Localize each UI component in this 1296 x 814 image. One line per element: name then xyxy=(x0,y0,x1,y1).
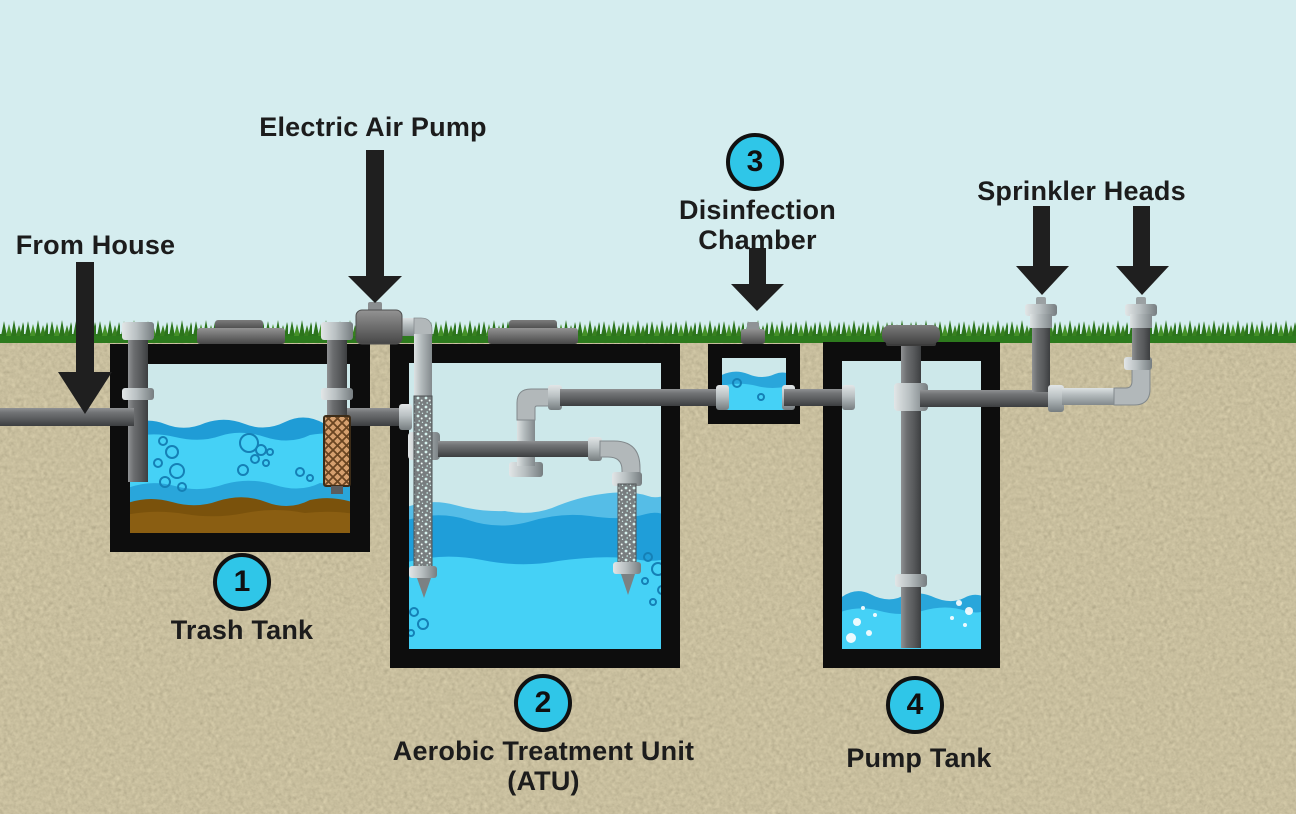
diffuser-tip xyxy=(417,578,431,598)
vent-cap xyxy=(122,322,154,340)
badge-number-3: 3 xyxy=(746,145,764,178)
atu-text-line2: (ATU) xyxy=(507,766,580,797)
air-supply-pipe xyxy=(414,334,432,398)
chamber-water xyxy=(722,371,786,410)
badge-number-2: 2 xyxy=(534,686,552,719)
pipe-coupling xyxy=(321,388,353,400)
sprinkler-head-2 xyxy=(1125,297,1157,328)
badge-number-1: 1 xyxy=(233,565,251,598)
atu-text-line1: Aerobic Treatment Unit xyxy=(392,736,695,766)
sprinkler-riser-2 xyxy=(1132,326,1150,360)
pump-tank-label: Pump Tank xyxy=(817,743,1021,773)
trash-tank-lid xyxy=(197,320,285,344)
chamber-outlet-pipe xyxy=(784,389,844,406)
vent-cap xyxy=(321,322,353,340)
pump-tank-lid xyxy=(882,325,940,346)
atu-lid xyxy=(488,320,578,344)
from-house-arrow xyxy=(58,262,112,414)
pump-tank-bubbles xyxy=(846,600,973,643)
step-badge-disinfection-chamber: 3 xyxy=(726,133,784,191)
atu-label: Aerobic Treatment Unit (ATU) xyxy=(391,736,696,796)
pipe-elbow xyxy=(413,317,433,337)
step-badge-trash-tank: 1 xyxy=(213,553,271,611)
annotation-arrows xyxy=(58,150,1169,414)
electric-air-pump xyxy=(355,302,433,398)
sprinkler-arrow-1 xyxy=(1016,206,1069,295)
pump-tank-text: Pump Tank xyxy=(846,743,992,773)
trash-tank-outlet xyxy=(321,322,412,494)
disinfection-chamber-text: Disinfection Chamber xyxy=(679,195,836,256)
disinfection-chamber xyxy=(708,344,800,424)
electric-air-pump-text: Electric Air Pump xyxy=(259,112,487,142)
trash-tank-label: Trash Tank xyxy=(142,615,342,645)
pipe-coupling xyxy=(122,388,154,400)
inlet-pipe-from-house xyxy=(0,322,154,482)
sprinkler-riser-1 xyxy=(1032,326,1050,392)
trash-tank xyxy=(110,344,370,552)
electric-air-pump-arrow xyxy=(348,150,402,303)
disinfection-chamber-label: Disinfection Chamber xyxy=(655,195,860,255)
disinfection-chamber-cap xyxy=(741,322,765,344)
sprinkler-head-1 xyxy=(1025,297,1057,328)
pump-riser-pipe xyxy=(894,342,928,648)
sprinkler-heads-text: Sprinkler Heads xyxy=(977,176,1186,206)
badge-number-4: 4 xyxy=(906,688,924,721)
pipe-flange xyxy=(399,404,412,430)
pipe-elbow xyxy=(516,388,553,421)
air-pump-body xyxy=(355,309,403,345)
grass-strip xyxy=(0,320,1296,343)
right-air-diffuser xyxy=(617,483,637,565)
effluent-filter-mesh xyxy=(323,415,351,487)
air-manifold-and-right-diffuser xyxy=(408,432,642,595)
trash-tank-bubbles xyxy=(153,433,314,492)
trash-tank-text: Trash Tank xyxy=(170,615,314,645)
atu-outlet-pipe xyxy=(509,385,855,477)
step-badge-atu: 2 xyxy=(514,674,572,732)
sprinkler-arrow-2 xyxy=(1116,206,1169,295)
from-house-text: From House xyxy=(15,230,176,260)
step-badge-pump-tank: 4 xyxy=(886,676,944,734)
tee-fitting xyxy=(894,383,928,411)
electric-air-pump-label: Electric Air Pump xyxy=(252,112,494,142)
pump-outlet-pipe xyxy=(920,326,1152,412)
disinfection-chamber-arrow xyxy=(731,248,784,311)
atu-bubbles xyxy=(409,552,661,637)
atu-water xyxy=(409,492,661,649)
sky-background xyxy=(0,0,1296,340)
left-air-diffuser xyxy=(409,395,437,598)
from-house-label: From House xyxy=(8,230,183,260)
diffuser-tip xyxy=(621,574,635,595)
sprinkler-heads-label: Sprinkler Heads xyxy=(960,176,1203,206)
trash-tank-water xyxy=(130,417,350,533)
